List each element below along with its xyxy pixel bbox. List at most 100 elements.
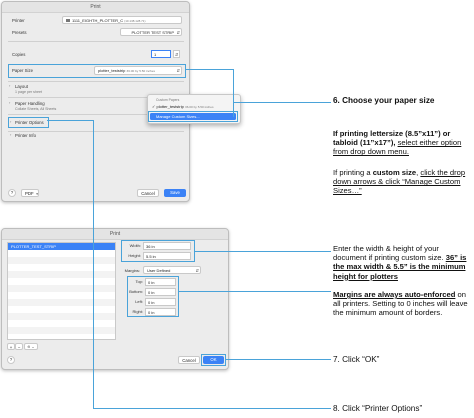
custom-size-instruction: If printing a custom size, click the dro… — [333, 168, 471, 196]
margins-select[interactable]: User Defined ⇵ — [143, 266, 201, 274]
connector-line — [178, 291, 331, 293]
chevron-updown-icon: ⇵ — [176, 68, 180, 73]
lettersize-instruction: If printing lettersize (8.5”x11”) or tab… — [333, 129, 471, 157]
left-margin-input[interactable]: 0 in — [145, 298, 176, 306]
list-item[interactable]: PLOTTER_TEST_STRIP — [8, 243, 115, 250]
copies-input[interactable]: 1 — [151, 50, 171, 58]
p2-d: click the drop down arrows & click “Mana… — [333, 168, 466, 196]
paper-handling-section[interactable]: Paper Handling — [15, 101, 45, 106]
list-row-stripe — [8, 299, 115, 306]
height-input[interactable]: 5.5 in — [143, 252, 191, 260]
printer-info-section[interactable]: Printer Info — [15, 133, 37, 138]
connector-line — [233, 102, 331, 104]
custom-sizes-list[interactable]: PLOTTER_TEST_STRIP — [7, 242, 116, 340]
dialog-title: Print — [2, 2, 189, 13]
menu-item-plotter-teststrip[interactable]: ✓ plotter_teststrip 36.00 by 5.50 inches — [152, 104, 214, 109]
cancel-button[interactable]: Cancel — [178, 356, 200, 364]
margins-value: User Defined — [147, 268, 171, 273]
manage-custom-sizes-label: Manage Custom Sizes... — [156, 114, 200, 119]
chevron-right-icon[interactable]: › — [10, 119, 12, 124]
chevron-right-icon[interactable]: › — [9, 100, 11, 105]
copies-label: Copies — [12, 52, 26, 57]
manage-custom-sizes-item[interactable]: Manage Custom Sizes... — [150, 113, 236, 120]
p4-b: on all printers. Setting to 0 inches wil… — [333, 290, 468, 318]
paper-size-label: Paper Size — [12, 68, 34, 73]
p3-a: Enter the width & height of your documen… — [333, 244, 444, 263]
bottom-margin-input[interactable]: 0 in — [145, 288, 176, 296]
chevron-down-icon: ▼ — [35, 192, 39, 196]
p1-d: tabloid — [333, 138, 358, 148]
divider — [8, 41, 184, 42]
width-input[interactable]: 36 in — [143, 242, 191, 250]
paper-handling-summary: Collate Sheets, All Sheets — [15, 107, 57, 111]
copies-stepper[interactable]: ⇵ — [173, 50, 180, 58]
checkmark-icon: ✓ — [152, 104, 156, 109]
right-margin-label: Right: — [132, 309, 143, 314]
cancel-button[interactable]: Cancel — [137, 189, 159, 197]
list-row-stripe — [8, 285, 115, 292]
custom-sizes-dialog: Print PLOTTER_TEST_STRIP + − ⊙ ⌄ Width: … — [1, 228, 229, 370]
p1-b: lettersize — [370, 129, 404, 138]
divider — [8, 97, 148, 98]
step6-heading: 6. Choose your paper size — [333, 96, 435, 105]
menu-item-dims: 36.00 by 5.50 inches — [184, 105, 214, 109]
layout-section[interactable]: Layout — [15, 84, 28, 89]
add-size-button[interactable]: + — [7, 343, 15, 350]
p4-a: Margins are always auto-enforced — [333, 290, 456, 299]
connector-line — [185, 69, 233, 71]
presets-select[interactable]: PLOTTER TEST STRIP ⇵ — [120, 28, 182, 36]
top-margin-input[interactable]: 0 in — [145, 278, 176, 286]
dialog-title: Print — [2, 229, 228, 240]
p1-e: (11”x17”), — [357, 138, 398, 148]
connector-line — [93, 408, 331, 410]
right-margin-input[interactable]: 0 in — [145, 308, 176, 316]
p1-c: (8.5”x11”) or — [403, 129, 451, 138]
chevron-right-icon[interactable]: › — [9, 83, 11, 88]
paper-size-menu: Custom Papers ✓ plotter_teststrip 36.00 … — [147, 94, 241, 124]
p2-b: custom size — [372, 168, 417, 177]
chevron-updown-icon: ⇵ — [195, 268, 199, 273]
dimensions-instruction: Enter the width & height of your documen… — [333, 244, 471, 281]
chevron-updown-icon: ⇵ — [176, 30, 180, 35]
margins-instruction: Margins are always auto-enforced on all … — [333, 290, 471, 318]
menu-item-label: plotter_teststrip — [156, 104, 184, 109]
printer-select[interactable]: 1111_EIGHTH_PLOTTER_C (10.138.128.71) — [62, 16, 182, 24]
p1-f: select either option from drop down menu… — [333, 138, 462, 157]
help-button[interactable]: ? — [7, 356, 15, 364]
p2-c: , — [416, 168, 421, 177]
remove-size-button[interactable]: − — [15, 343, 23, 350]
list-row-stripe — [8, 327, 115, 334]
save-button[interactable]: Save — [164, 189, 186, 197]
top-margin-label: Top: — [135, 279, 143, 284]
pdf-label: PDF — [25, 191, 34, 196]
bottom-margin-label: Bottom: — [129, 289, 143, 294]
layout-summary: 1 page per sheet — [15, 90, 42, 94]
pdf-menu-button[interactable]: PDF▼ — [21, 189, 39, 197]
left-margin-label: Left: — [135, 299, 143, 304]
list-row-stripe — [8, 257, 115, 264]
margin-fields-highlight — [127, 276, 179, 317]
margins-label: Margins: — [124, 268, 140, 273]
ok-button[interactable]: OK — [203, 356, 224, 364]
printer-value: 1111_EIGHTH_PLOTTER_C — [72, 18, 124, 23]
paper-size-dims: 36.00 by 5.50 inches — [126, 69, 156, 73]
step8-heading: 8. Click “Printer Options” — [333, 404, 423, 413]
list-row-stripe — [8, 271, 115, 278]
more-options-button[interactable]: ⊙ ⌄ — [24, 343, 38, 350]
printer-ip: (10.138.128.71) — [124, 19, 146, 23]
printer-options-highlight — [8, 117, 49, 128]
presets-label: Presets — [12, 30, 27, 35]
list-item-label: PLOTTER_TEST_STRIP — [11, 244, 56, 249]
divider — [8, 114, 184, 115]
help-button[interactable]: ? — [8, 189, 16, 197]
printer-icon — [66, 19, 70, 23]
presets-value: PLOTTER TEST STRIP — [131, 30, 174, 35]
printer-options-section[interactable]: Printer Options — [15, 120, 44, 125]
paper-size-value: plotter_teststrip — [98, 68, 126, 73]
connector-line — [194, 251, 331, 253]
printer-label: Printer — [12, 18, 25, 23]
paper-size-select[interactable]: plotter_teststrip 36.00 by 5.50 inches ⇵ — [94, 66, 182, 75]
connector-line — [93, 120, 95, 409]
divider — [8, 81, 184, 82]
chevron-right-icon[interactable]: › — [10, 132, 12, 137]
